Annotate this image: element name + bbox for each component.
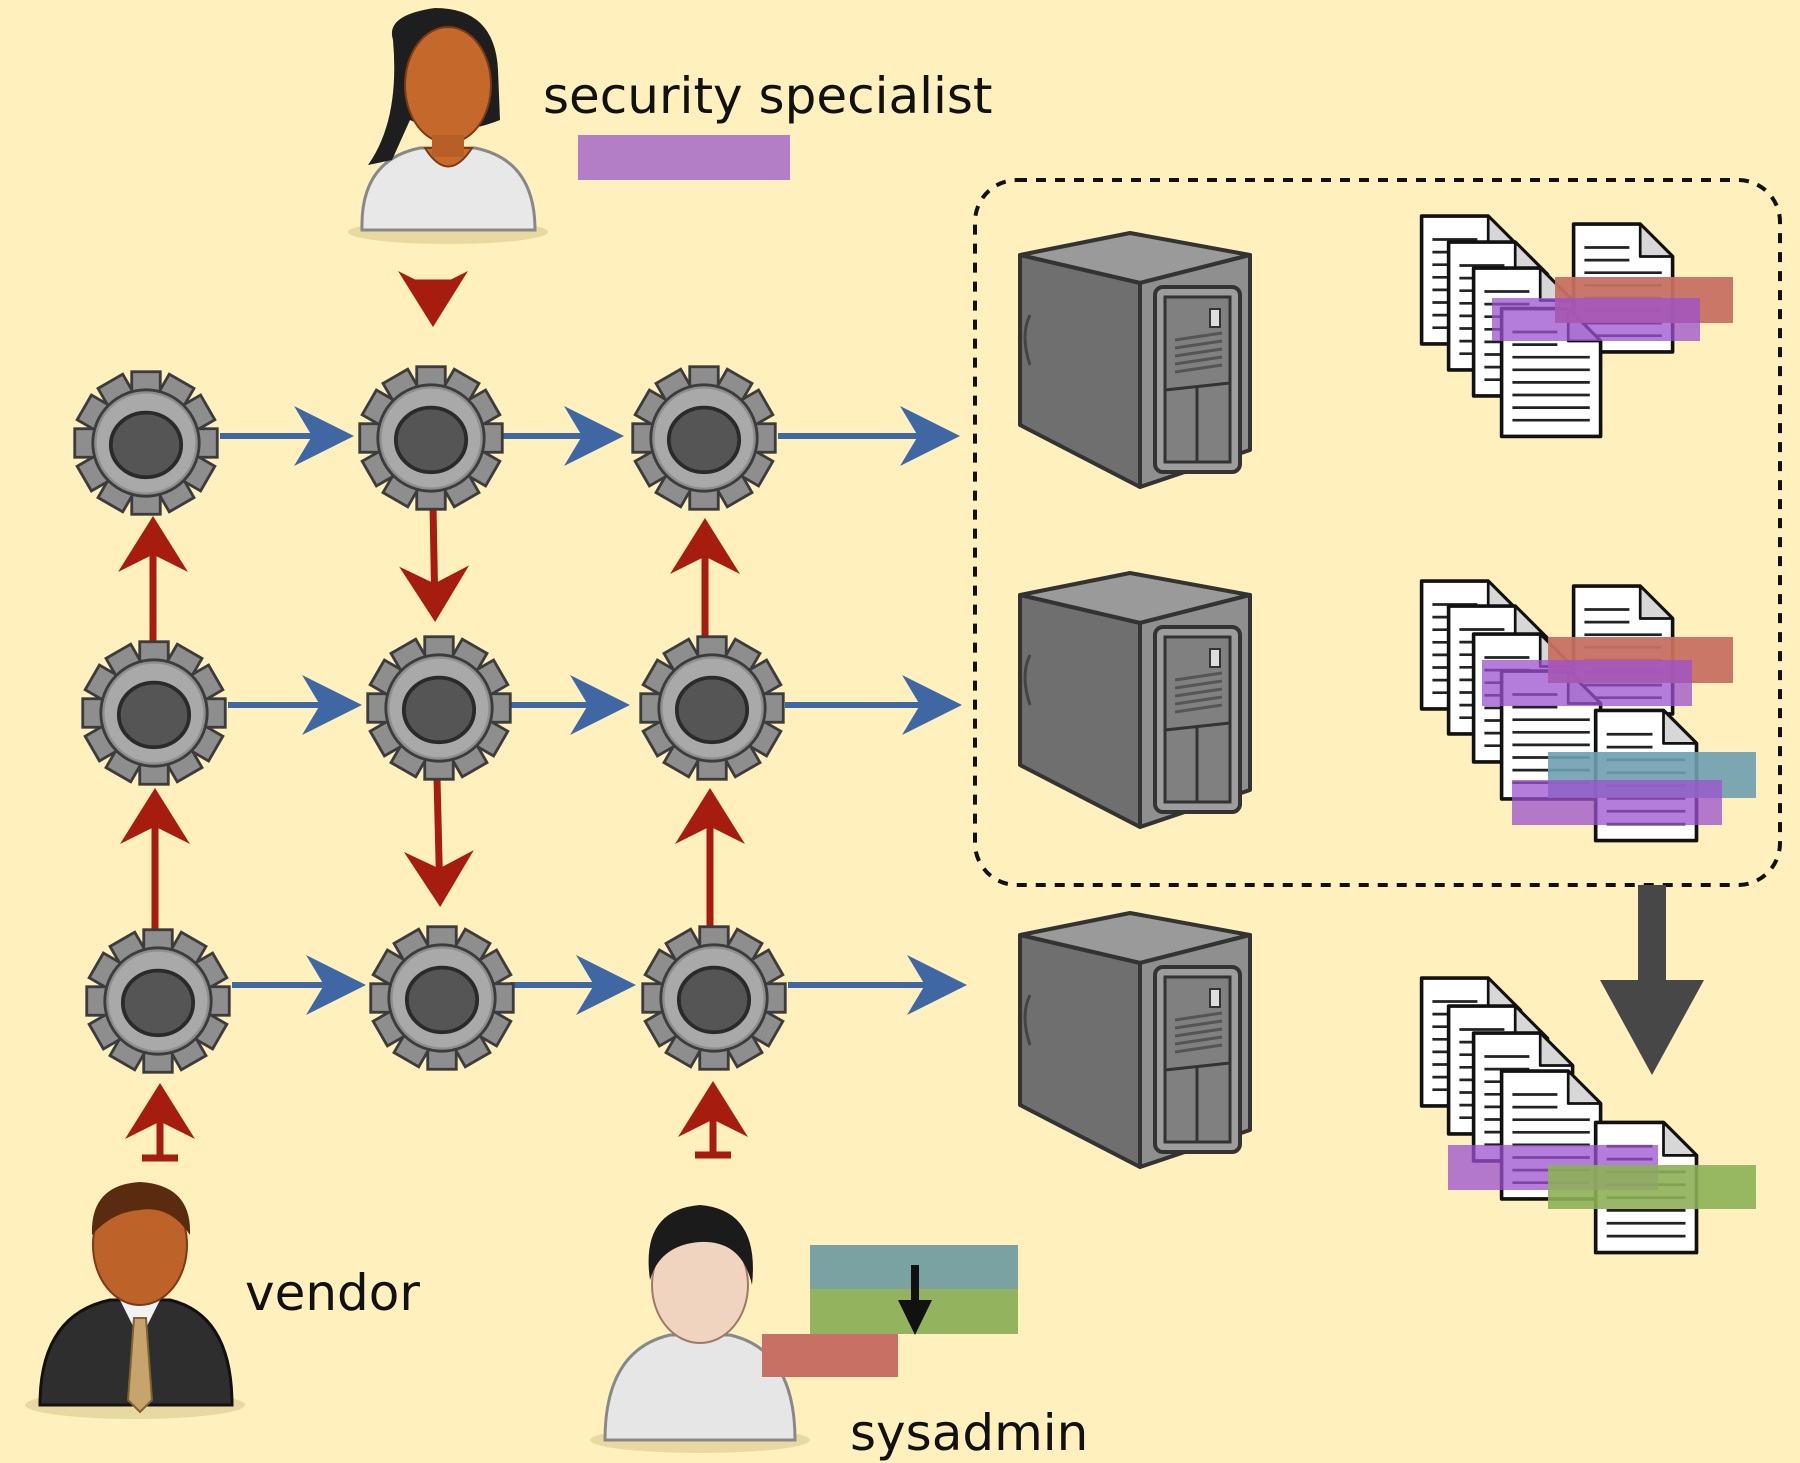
female-user-icon bbox=[348, 8, 548, 244]
document-stack-icon bbox=[1419, 976, 1756, 1252]
document-stack-icon bbox=[1419, 579, 1756, 840]
businessman-user-icon bbox=[25, 1182, 245, 1419]
gear-icon bbox=[357, 364, 505, 512]
gear-icon bbox=[84, 927, 232, 1075]
sysadmin-tags bbox=[762, 1245, 1018, 1377]
gear-icon bbox=[368, 924, 516, 1072]
server-tower-icon bbox=[1018, 571, 1252, 829]
gear-icon bbox=[365, 634, 513, 782]
gear-icon bbox=[72, 369, 220, 517]
security-specialist-label: security specialist bbox=[543, 67, 993, 125]
male-user-icon bbox=[590, 1205, 810, 1453]
replica-group-box bbox=[973, 178, 1782, 887]
gear-icon bbox=[80, 639, 228, 787]
gear-icon bbox=[630, 364, 778, 512]
document-stack-icon bbox=[1419, 214, 1733, 436]
merge-arrow bbox=[1600, 885, 1704, 1075]
gear-icon bbox=[638, 634, 786, 782]
server-tower-icon bbox=[1018, 231, 1252, 489]
sysadmin-label: sysadmin bbox=[850, 1404, 1088, 1462]
config-arrows bbox=[118, 271, 748, 1162]
security-specialist-tag bbox=[578, 135, 790, 180]
gear-icon bbox=[640, 924, 788, 1072]
server-tower-icon bbox=[1018, 911, 1252, 1169]
vendor-label: vendor bbox=[245, 1264, 420, 1322]
deploy-arrows bbox=[220, 406, 967, 1015]
